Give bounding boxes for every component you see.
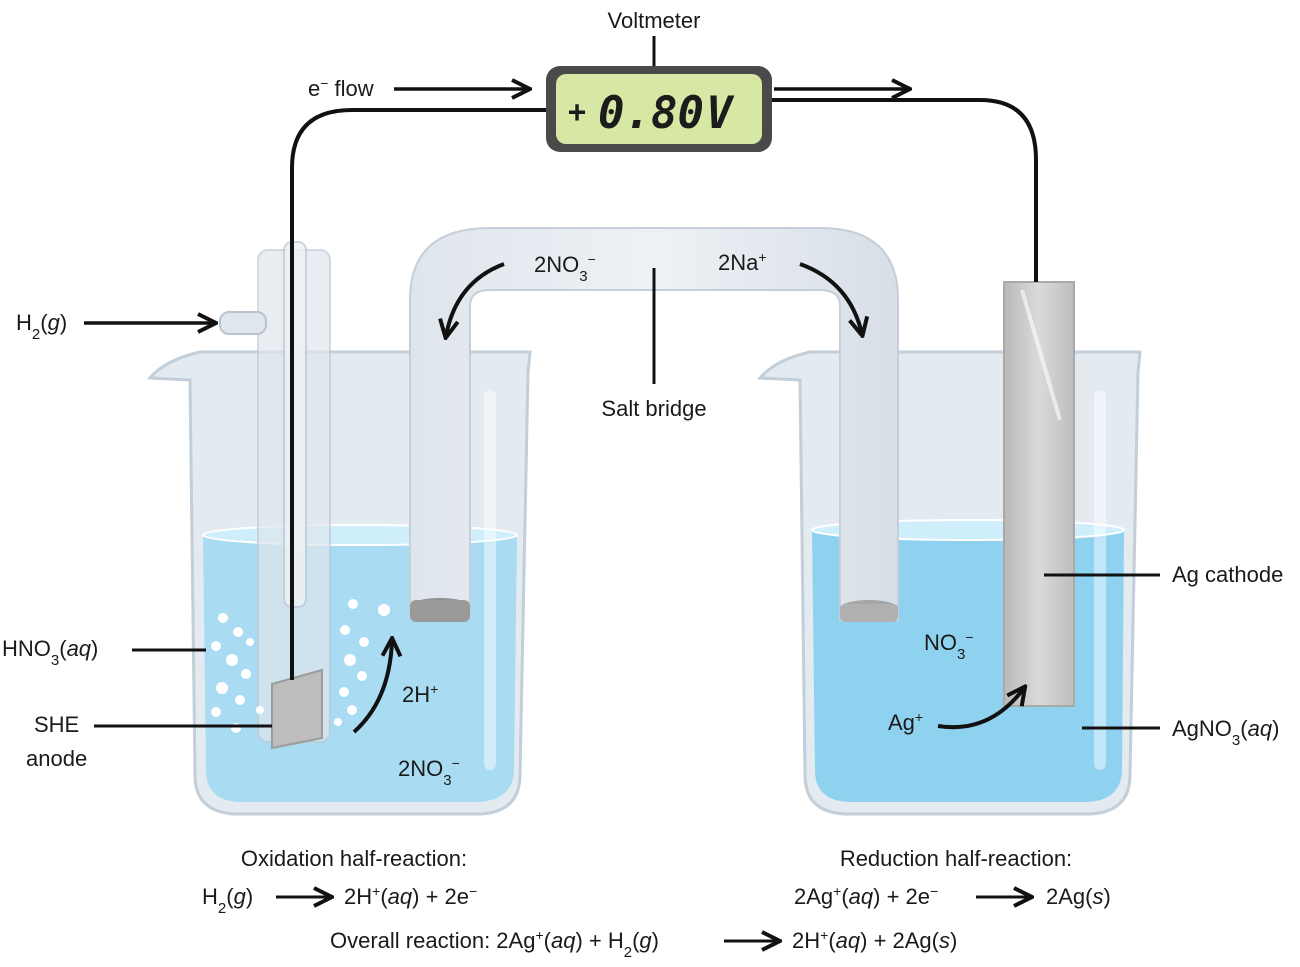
silver-ion-label: Ag+: [888, 709, 923, 735]
reduction-product: 2Ag(s): [1046, 884, 1111, 909]
reduction-reactants: 2Ag+(aq) + 2e−: [794, 883, 938, 909]
silver-nitrate-label: AgNO3(aq): [1172, 716, 1279, 749]
salt-bridge-label: Salt bridge: [601, 396, 706, 421]
hydrogen-gas-label: H2(g): [16, 310, 67, 343]
bridge-left-arrow: [446, 262, 505, 336]
proton-label: 2H+: [402, 681, 438, 707]
electron-flow-label: e− flow: [308, 75, 374, 101]
right-wire: [770, 98, 1038, 282]
oxidation-reactant: H2(g): [202, 884, 253, 917]
overall-reactants: Overall reaction: 2Ag+(aq) + H2(g): [330, 927, 659, 961]
right-nitrate-label: NO3−: [924, 629, 974, 663]
bridge-sodium-label: 2Na+: [718, 249, 767, 275]
bridge-nitrate-label: 2NO3−: [534, 251, 596, 285]
salt-bridge-tube: [409, 227, 899, 621]
proton-arrow: [352, 640, 392, 734]
she-anode-label-2: anode: [26, 746, 87, 771]
voltage-sign: +: [568, 95, 586, 130]
ag-cathode-label: Ag cathode: [1172, 562, 1283, 587]
she-anode-label-1: SHE: [34, 712, 79, 737]
voltmeter-display: [556, 74, 762, 144]
voltage-value: 0.80: [598, 88, 704, 139]
oxidation-products: 2H+(aq) + 2e−: [344, 883, 477, 909]
bridge-right-arrow: [799, 262, 862, 334]
platinum-plate: [271, 668, 323, 750]
silver-ion-arrow: [937, 688, 1024, 730]
overall-products: 2H+(aq) + 2Ag(s): [792, 927, 957, 953]
nitric-acid-label: HNO3(aq): [2, 636, 98, 669]
left-beaker: [146, 350, 532, 816]
voltmeter-label: Voltmeter: [608, 8, 701, 33]
oxidation-title: Oxidation half-reaction:: [241, 846, 467, 871]
left-nitrate-label: 2NO3−: [398, 755, 460, 789]
left-wire: [290, 108, 548, 680]
reduction-title: Reduction half-reaction:: [840, 846, 1072, 871]
voltage-unit: V: [706, 88, 735, 139]
voltmeter: + 0.80 V: [546, 36, 772, 152]
right-beaker: [756, 350, 1142, 816]
